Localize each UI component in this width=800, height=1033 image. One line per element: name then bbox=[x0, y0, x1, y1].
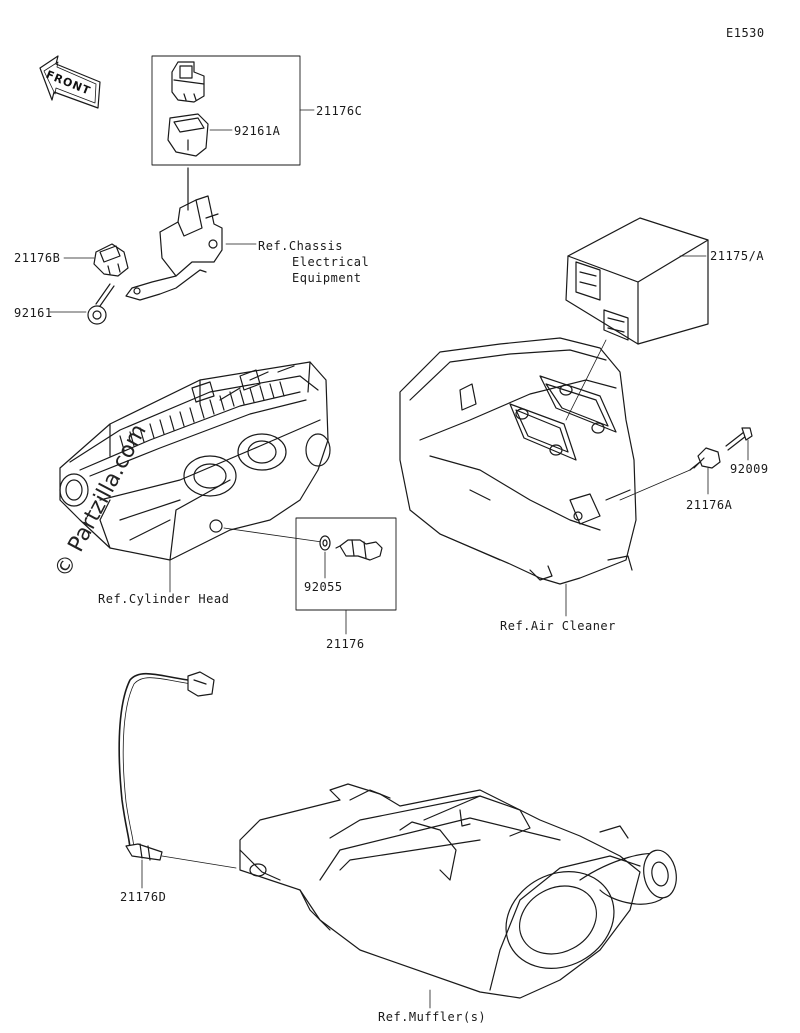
label-92009[interactable]: 92009 bbox=[730, 462, 769, 476]
leader-sensor-21176 bbox=[223, 527, 323, 543]
grommet-92161-icon bbox=[87, 283, 115, 325]
ref-chassis-line1: Ref.Chassis bbox=[258, 239, 343, 253]
ref-muffler: Ref.Muffler(s) bbox=[378, 1010, 487, 1024]
label-21176A[interactable]: 21176A bbox=[686, 498, 733, 512]
screw-92009-icon bbox=[725, 427, 753, 451]
label-92055[interactable]: 92055 bbox=[304, 580, 343, 594]
label-21176C[interactable]: 21176C bbox=[316, 104, 363, 118]
muffler-icon bbox=[239, 783, 677, 999]
leader-21176D-mount bbox=[161, 855, 237, 869]
oxygen-sensor-cable-icon bbox=[118, 671, 215, 861]
label-92161[interactable]: 92161 bbox=[14, 306, 53, 320]
label-21176B[interactable]: 21176B bbox=[14, 251, 61, 265]
label-21176D[interactable]: 21176D bbox=[120, 890, 167, 904]
ref-chassis-line2: Electrical bbox=[292, 255, 370, 269]
bracket-box-21176C bbox=[151, 55, 301, 166]
sensor-21176A-icon bbox=[689, 447, 721, 471]
connector-21176C-icon bbox=[171, 61, 205, 103]
label-92161A[interactable]: 92161A bbox=[234, 124, 281, 138]
label-21175A[interactable]: 21175/A bbox=[710, 249, 765, 263]
label-21176[interactable]: 21176 bbox=[326, 637, 365, 651]
ref-cylinder-head: Ref.Cylinder Head bbox=[98, 592, 230, 606]
ref-air-cleaner: Ref.Air Cleaner bbox=[500, 619, 616, 633]
front-arrow-icon bbox=[39, 55, 101, 109]
sensor-21176B-icon bbox=[93, 243, 129, 277]
ref-chassis-line3: Equipment bbox=[292, 271, 362, 285]
washer-92055-icon bbox=[319, 535, 331, 551]
cylinder-head-icon bbox=[59, 361, 331, 561]
leader-ecu-mount bbox=[565, 339, 607, 421]
leader-21176A-mount bbox=[619, 469, 691, 501]
ecu-21175A-icon bbox=[565, 217, 709, 345]
box-21176 bbox=[295, 517, 397, 611]
temperature-sensor-icon bbox=[335, 539, 383, 561]
air-cleaner-icon bbox=[399, 337, 637, 585]
rubber-cover-92161A-icon bbox=[167, 113, 209, 157]
bracket-icon bbox=[125, 167, 223, 301]
diagram-code: E1530 bbox=[726, 26, 765, 40]
